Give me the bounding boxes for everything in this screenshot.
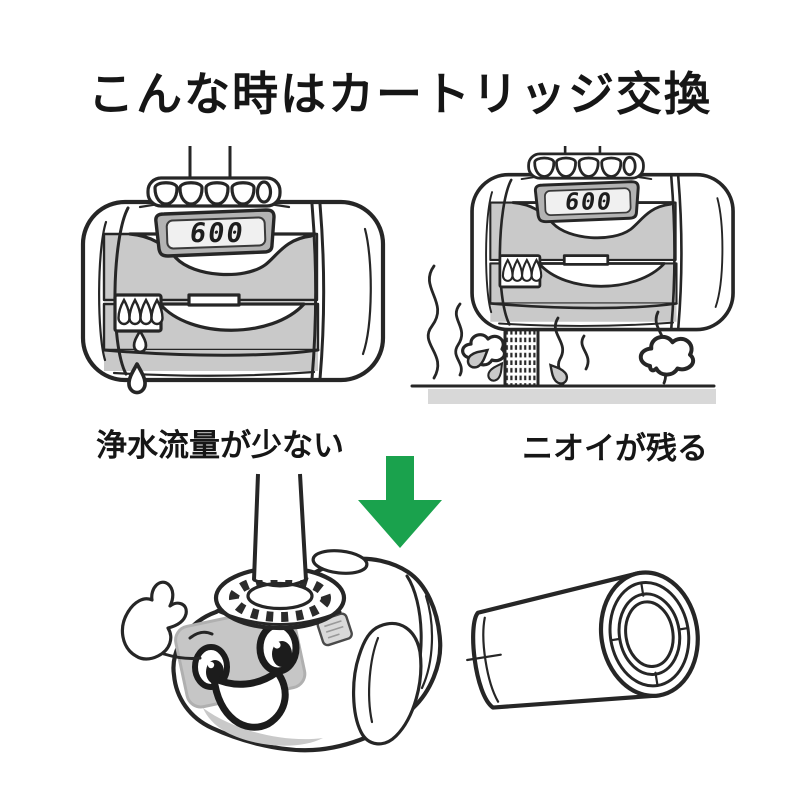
cartridge-illustration [466,570,700,710]
lever-flipper [351,621,423,746]
right-device-illustration: 600 [410,146,735,404]
faucet-pipe [252,473,308,588]
wrist-line [162,652,202,660]
lcd-value: 600 [188,218,247,249]
down-arrow-icon [358,456,442,548]
water-drop-icons [127,329,148,395]
eyebrow [188,630,214,640]
caption-odor: ニオイが残る [522,431,708,466]
cartridge-tick-line [466,653,502,662]
lcd-value: 600 [563,188,615,216]
cartridge-face [598,570,700,698]
mascot-purifier-illustration [120,473,443,753]
cartridge-left-arc [482,616,500,703]
purifier-instance: 600 [470,146,735,332]
body-shade-left [203,708,323,746]
flipper-contour [368,636,380,724]
down-arrow-shape [358,456,442,548]
cartridge-cylinder [466,570,700,710]
tail-seam-arc-2 [420,594,434,690]
page-title: こんな時はカートリッジ交換 [88,68,712,120]
splash-drop-icons [466,348,569,385]
sink-surface-shade [428,389,716,404]
left-device-illustration: 600 [68,146,390,395]
waving-hand [120,580,188,661]
switch-label [316,612,353,647]
face-spokes [609,581,690,687]
smiling-mouth [210,668,289,731]
top-oval-detail [311,549,369,575]
collar-scallops [229,574,331,622]
caption-low-flow: 浄水流量が少ない [96,428,344,463]
